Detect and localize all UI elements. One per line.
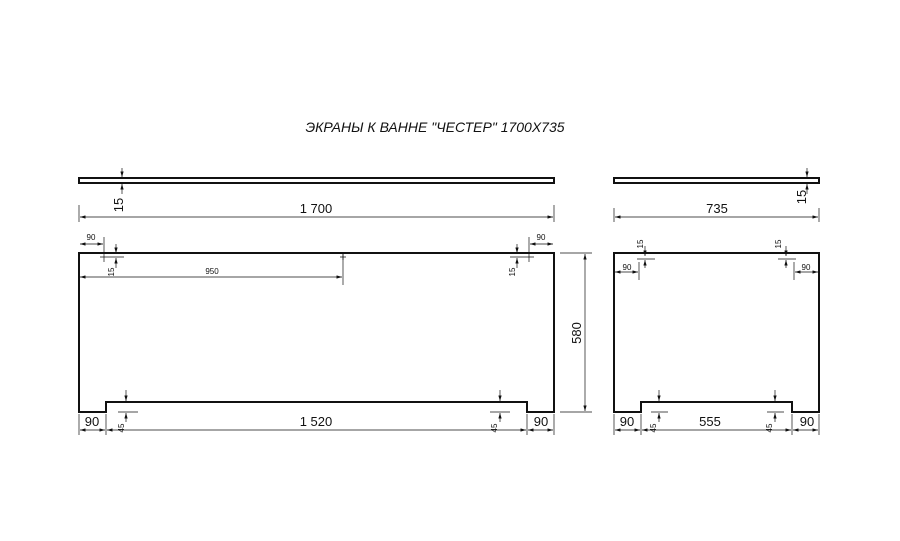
front-panel: 15 1 700 90 90 15 15 950 580 [78,168,592,435]
side-hole-top-right-label: 15 [774,239,783,248]
front-height-label: 580 [569,322,584,344]
side-foot-right-label: 90 [800,414,814,429]
front-edge-right-label: 90 [537,233,546,242]
side-cutout-height-left-label: 45 [649,423,658,432]
drawing-title: ЭКРАНЫ К ВАННЕ "ЧЕСТЕР" 1700Х735 [305,119,564,135]
front-width-label: 1 700 [300,201,333,216]
front-cutout-height-left-label: 45 [117,423,126,432]
side-panel: 15 735 15 90 15 90 90 555 90 45 [613,168,820,435]
front-top-strip [78,177,555,184]
front-cutout-label: 1 520 [300,414,333,429]
side-top-strip [613,177,820,184]
side-width-label: 735 [706,201,728,216]
front-center-label: 950 [205,267,219,276]
side-foot-left-label: 90 [620,414,634,429]
side-hole-top-left-label: 15 [636,239,645,248]
front-thickness-label: 15 [111,198,126,212]
front-cutout-height-right-label: 45 [490,423,499,432]
side-edge-left-label: 90 [623,263,632,272]
side-cutout-height-right-label: 45 [765,423,774,432]
side-thickness-label: 15 [794,190,809,204]
front-foot-right-label: 90 [534,414,548,429]
front-edge-left-label: 90 [87,233,96,242]
side-cutout-label: 555 [699,414,721,429]
center-marker [340,254,346,260]
front-panel-outline [78,252,555,413]
front-hole-offset-right-label: 15 [508,267,517,276]
front-foot-left-label: 90 [85,414,99,429]
side-panel-outline [613,252,820,413]
front-hole-offset-left-label: 15 [107,267,116,276]
side-edge-right-label: 90 [802,263,811,272]
